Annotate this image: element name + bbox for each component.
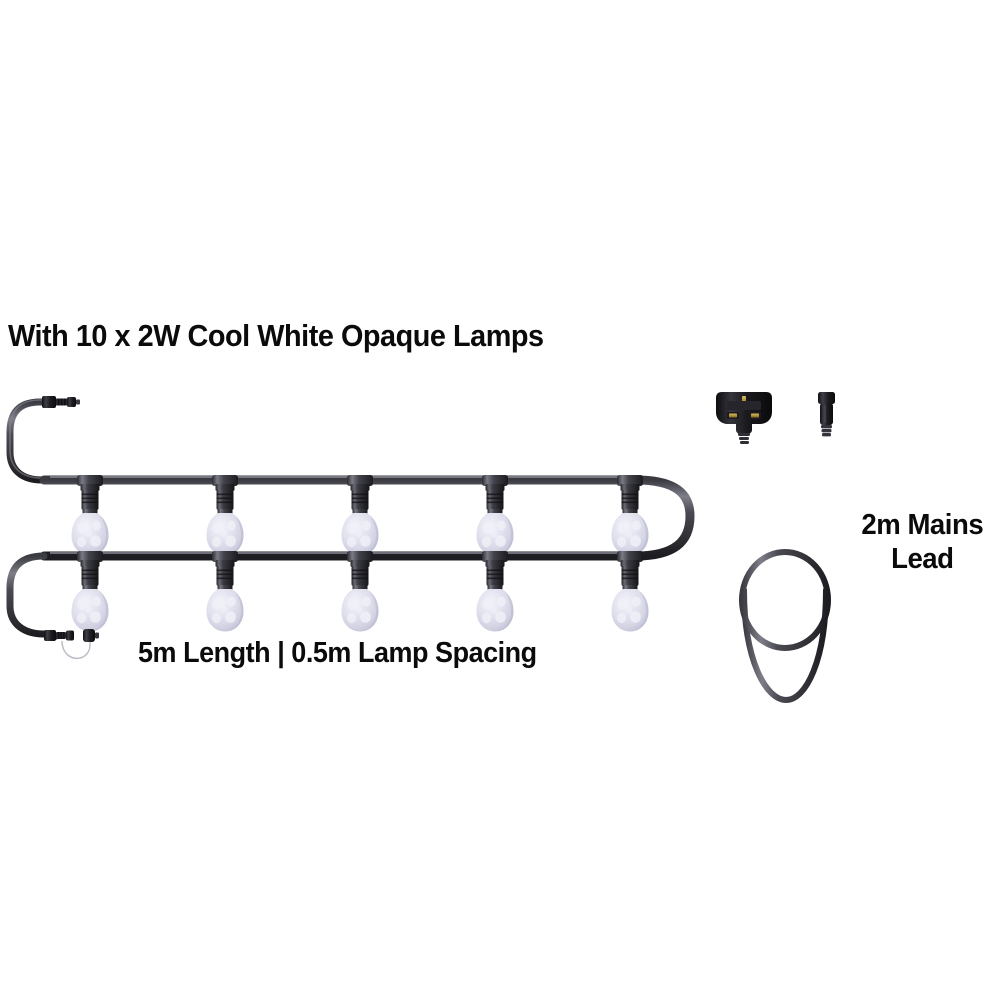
mains-lead-graphic bbox=[716, 392, 835, 704]
page-title: With 10 x 2W Cool White Opaque Lamps bbox=[8, 318, 544, 353]
festoon-string-graphic bbox=[6, 396, 695, 659]
uk-plug-icon bbox=[716, 392, 772, 444]
lamp bbox=[71, 475, 109, 556]
input-connector-icon bbox=[42, 396, 80, 408]
lamp bbox=[71, 551, 109, 632]
lamp bbox=[611, 475, 649, 556]
length-spacing-label: 5m Length | 0.5m Lamp Spacing bbox=[138, 637, 537, 669]
lamp bbox=[341, 475, 379, 556]
string-end-lead bbox=[6, 552, 60, 640]
lamp bbox=[206, 551, 244, 632]
mains-lead-label-line2: Lead bbox=[891, 543, 954, 576]
lamp bbox=[206, 475, 244, 556]
lamp bbox=[476, 551, 514, 632]
string-top-cable bbox=[39, 475, 695, 561]
lamp-row-top bbox=[71, 475, 649, 556]
lamp bbox=[341, 551, 379, 632]
lamp bbox=[476, 475, 514, 556]
lamp-row-bottom bbox=[71, 551, 649, 632]
string-input-lead bbox=[6, 398, 74, 484]
mains-lead-label-line1: 2m Mains bbox=[861, 509, 984, 541]
end-connector-icon bbox=[44, 629, 99, 659]
lamp bbox=[611, 551, 649, 632]
mains-connector-icon bbox=[818, 392, 835, 437]
